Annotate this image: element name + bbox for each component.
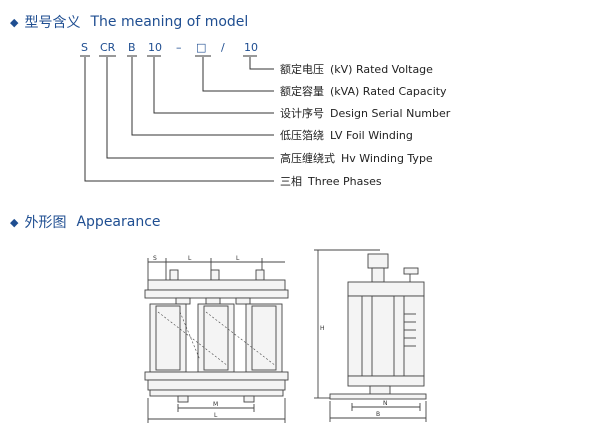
code-s: S bbox=[81, 41, 88, 54]
heading-appearance: ◆ 外形图 Appearance bbox=[10, 212, 161, 232]
dim-l1: L bbox=[188, 255, 192, 262]
dim-l-total: L bbox=[214, 412, 218, 419]
model-code-diagram: S CR B 10 – □ / 10 额定电压(kV) Rated Voltag… bbox=[80, 41, 451, 188]
code-10: 10 bbox=[148, 41, 162, 54]
front-view: S L L M bbox=[144, 255, 289, 423]
code-slash: / bbox=[221, 41, 225, 54]
heading-model-en: The meaning of model bbox=[90, 14, 249, 30]
code-cr: CR bbox=[100, 41, 116, 54]
dim-m: M bbox=[213, 401, 218, 408]
code-kv: 10 bbox=[244, 41, 258, 54]
dim-s: S bbox=[153, 255, 157, 262]
side-view: H N B bbox=[314, 249, 427, 422]
dim-h: H bbox=[320, 325, 325, 332]
code-dash: – bbox=[176, 41, 182, 54]
diamond-icon: ◆ bbox=[10, 15, 19, 29]
code-b: B bbox=[128, 41, 136, 54]
leader-lines bbox=[84, 57, 274, 182]
heading-appearance-en: Appearance bbox=[76, 214, 161, 230]
legend-rated-capacity: 额定容量(kVA) Rated Capacity bbox=[280, 84, 447, 98]
dim-l2: L bbox=[236, 255, 240, 262]
diamond-icon: ◆ bbox=[10, 215, 19, 229]
legend-rated-voltage: 额定电压(kV) Rated Voltage bbox=[280, 62, 433, 76]
appearance-drawing: S L L M bbox=[144, 249, 427, 423]
dim-b: B bbox=[376, 411, 380, 418]
code-box: □ bbox=[196, 41, 206, 54]
heading-appearance-cn: 外形图 bbox=[24, 215, 67, 231]
heading-model-cn: 型号含义 bbox=[24, 15, 81, 31]
dim-n: N bbox=[383, 400, 388, 407]
heading-model-meaning: ◆ 型号含义 The meaning of model bbox=[10, 12, 248, 32]
